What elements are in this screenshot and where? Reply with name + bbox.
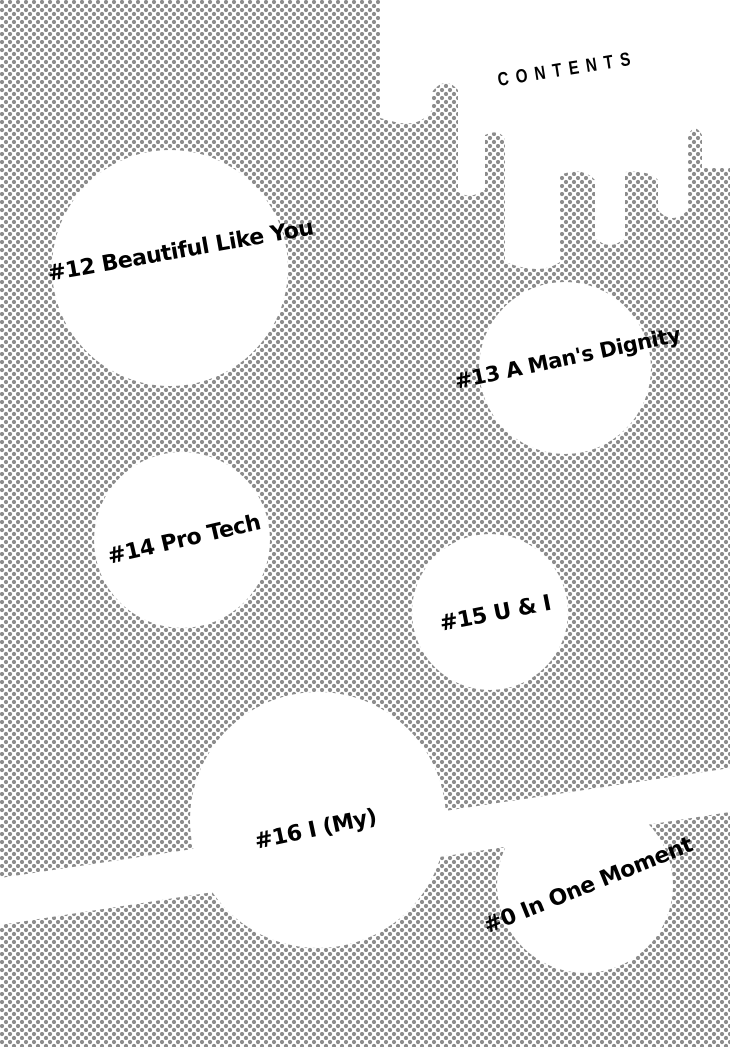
circle-12 [52, 150, 288, 386]
circle-0 [497, 797, 673, 973]
drip-shape [380, 0, 730, 269]
circle-13 [479, 282, 651, 454]
circle-14 [94, 452, 270, 628]
circle-15 [412, 534, 568, 690]
